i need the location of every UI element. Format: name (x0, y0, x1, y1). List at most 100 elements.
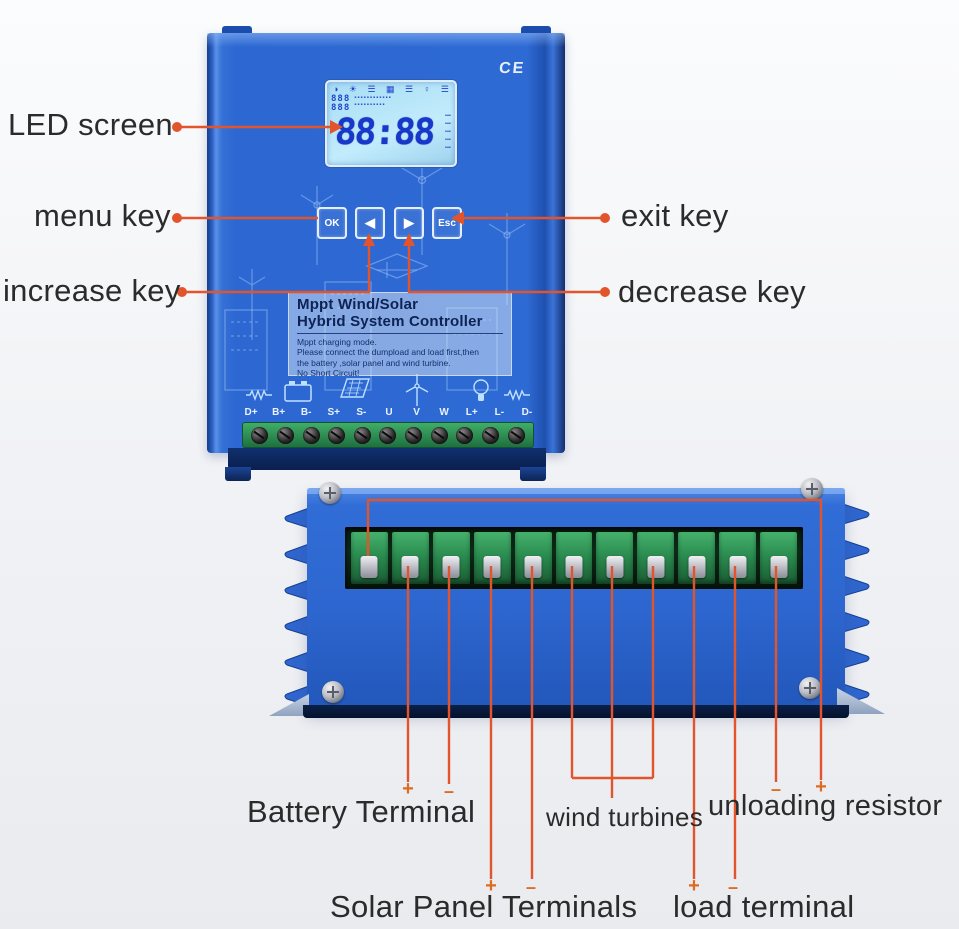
exit-key-dot (600, 213, 610, 223)
terminal-screw (251, 426, 269, 444)
terminal-screw (481, 426, 499, 444)
wind-turbines-label: wind turbines (546, 802, 704, 832)
left-arrow-glyph: ◀ (365, 215, 375, 230)
moon-icon: ◑ (333, 84, 339, 94)
esc-button-label: Esc (438, 217, 456, 229)
resistor-icon (504, 389, 530, 401)
terminal-screw (405, 426, 423, 444)
terminal-screw (276, 426, 294, 444)
plate-note-line2: Please connect the dumpload and load fir… (297, 347, 479, 358)
terminal-label-b-plus: B+ (272, 407, 286, 418)
battery-plus-mark: + (402, 778, 414, 800)
terminal-label-s-plus: S+ (327, 407, 341, 418)
left-arrow-button: ◀ (355, 207, 385, 239)
lcd-small-value-2: 888 (331, 103, 351, 113)
terminal-screw (456, 426, 474, 444)
terminal-s-plus (473, 532, 511, 584)
bottom-device-body (307, 488, 845, 710)
lcd-side-segments: ▪▪▪▪▪▪▪▪▪▪▪▪▪▪▪ (445, 113, 451, 151)
controller-bottom-view (269, 478, 885, 728)
device-foot (520, 467, 546, 481)
terminal-label-v: V (413, 407, 420, 418)
terminal-screw (353, 426, 371, 444)
battery-icon (284, 381, 312, 402)
plate-title-line2: Hybrid System Controller (297, 313, 503, 334)
solar-panel-terminals-label: Solar Panel Terminals (330, 889, 638, 924)
solar-panel-icon (340, 378, 370, 398)
resistor-icon (246, 389, 272, 401)
controller-front-view: CE ◑ ☀ ☰ ▦ ☰ ♀ ☰ 888 888 ▪▪▪▪▪▪▪▪▪▪▪▪▪▪▪… (207, 26, 565, 482)
heatsink-fins-left (284, 507, 309, 707)
heatsink-fins-right (843, 503, 870, 705)
lcd-main-digits: 88:88 (333, 112, 435, 153)
esc-button: Esc (432, 207, 462, 239)
plate-note-line4: No Short Circuit! (297, 368, 360, 379)
bulb-indicator-icon: ♀ (423, 84, 431, 94)
ok-button: OK (317, 207, 347, 239)
terminal-screw (328, 426, 346, 444)
terminal-screw (302, 426, 320, 444)
load-minus-mark: – (727, 877, 739, 897)
case-screw (799, 677, 821, 699)
right-arrow-glyph: ▶ (404, 215, 414, 230)
name-plate: Mppt Wind/Solar Hybrid System Controller… (288, 292, 512, 379)
terminal-b-plus (391, 532, 429, 584)
wind-turbine-icon (405, 374, 429, 406)
case-screw (322, 681, 344, 703)
terminal-recess (345, 527, 803, 589)
lcd-screen: ◑ ☀ ☰ ▦ ☰ ♀ ☰ 888 888 ▪▪▪▪▪▪▪▪▪▪▪▪▪▪▪▪▪▪… (325, 80, 457, 167)
terminal-label-b-minus: B- (300, 407, 312, 418)
terminal-label-d-plus: D+ (244, 407, 258, 418)
terminal-b-minus (432, 532, 470, 584)
terminal-label-l-plus: L+ (465, 407, 478, 418)
lcd-status-icons: ◑ ☀ ☰ ▦ ☰ ♀ ☰ (327, 82, 455, 94)
terminal-label-l-minus: L- (494, 407, 505, 418)
sun-icon: ☀ (348, 84, 357, 94)
lcd-small-value-1: 888 (331, 94, 351, 104)
right-arrow-button: ▶ (394, 207, 424, 239)
terminal-screw (507, 426, 525, 444)
increase-key-label: increase key (3, 273, 181, 308)
exit-key-label: exit key (621, 198, 729, 233)
menu-bars-icon: ☰ (440, 84, 449, 94)
plate-note-line3: the battery ,solar panel and wind turbin… (297, 357, 451, 368)
terminal-w (637, 532, 675, 584)
terminal-d-plus (351, 532, 388, 584)
terminal-screw (379, 426, 397, 444)
case-screw (801, 478, 823, 500)
decrease-key-dot (600, 287, 610, 297)
menu-key-label: menu key (34, 198, 171, 233)
solar-minus-mark: – (525, 877, 537, 897)
terminal-label-row: D+ B+ B- S+ S- U V W L+ L- D- (240, 407, 538, 418)
terminal-u (555, 532, 593, 584)
load-bars-icon: ☰ (405, 84, 414, 94)
ce-mark: CE (498, 60, 527, 77)
battery-minus-mark: – (443, 781, 455, 801)
solar-plus-mark: + (485, 875, 497, 897)
terminal-label-d-minus: D- (521, 407, 533, 418)
front-device-base (228, 448, 546, 470)
lcd-text-segments: ▪▪▪▪▪▪▪▪▪▪▪▪▪▪▪▪▪▪▪▪▪▪ (354, 95, 392, 108)
terminal-s-minus (514, 532, 552, 584)
terminal-l-plus (678, 532, 716, 584)
terminal-label-u: U (385, 407, 393, 418)
battery-terminal-label: Battery Terminal (247, 794, 476, 829)
wind-bars-icon: ☰ (367, 84, 376, 94)
front-terminal-block (242, 422, 534, 448)
battery-gauge-icon: ▦ (386, 84, 395, 94)
case-screw (319, 482, 341, 504)
terminal-v (596, 532, 634, 584)
terminal-label-w: W (439, 407, 449, 418)
plate-title-line1: Mppt Wind/Solar (297, 296, 419, 313)
led-screen-dot (172, 122, 182, 132)
terminal-label-s-minus: S- (356, 407, 367, 418)
load-plus-mark: + (688, 875, 700, 897)
ok-button-label: OK (324, 217, 340, 229)
unloading-minus-mark: – (770, 779, 782, 799)
plate-note-line1: Mppt charging mode. (297, 336, 377, 347)
menu-key-dot (172, 213, 182, 223)
decrease-key-label: decrease key (618, 274, 806, 309)
terminal-screw (430, 426, 448, 444)
load-terminal-label: load terminal (673, 889, 855, 924)
